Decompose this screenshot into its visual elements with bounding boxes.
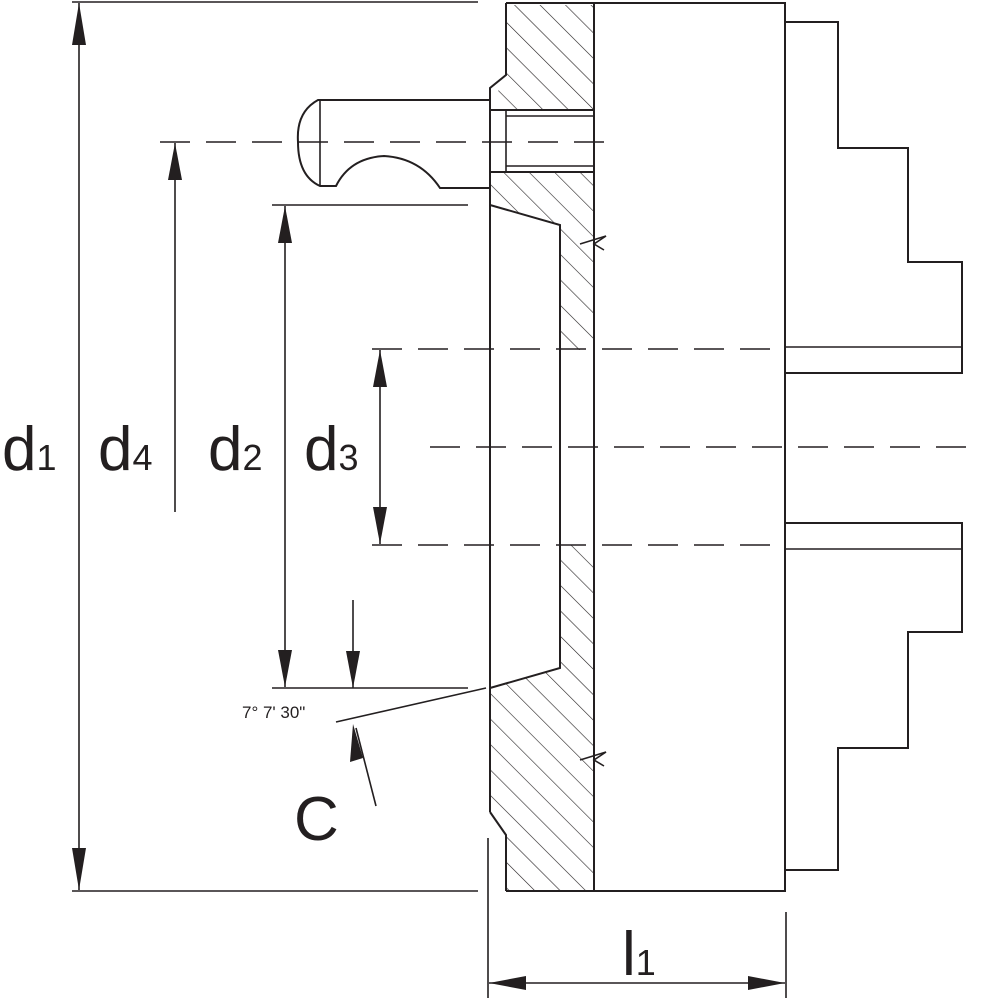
label-d3: d3 [304,415,359,484]
l1-arrow-left [489,976,526,990]
bore-taper-top [489,204,561,350]
label-d4: d4 [98,415,153,484]
hatched-sections [490,5,594,890]
d3-arrow-top [373,350,387,387]
front-face-profile-bottom [489,811,507,891]
l1-arrow-right [748,976,785,990]
d1-arrow-top [72,3,86,45]
lower-jaw [785,522,963,871]
label-d2: d2 [208,415,263,484]
taper-angle-line [335,687,487,723]
label-c: C [294,785,339,854]
bolt-assembly [296,99,595,189]
jaws [785,21,963,871]
d1-arrow-bottom [72,848,86,890]
c-leader-line [355,727,377,807]
label-d1: d1 [2,415,57,484]
hatch-top-flange [490,5,594,110]
d2-arrow-bottom [278,650,292,687]
reference-lines [72,1,966,892]
c-leader-arrow [350,724,363,762]
bore-taper-bottom [489,545,561,689]
d3-arrow-bottom [373,507,387,544]
hatch-top-body [490,172,594,350]
dimension-lines [72,3,787,998]
break-mark-bottom [579,751,607,767]
break-mark-top [579,235,607,251]
dimension-labels: d1 d4 d2 d3 l1 C 7° 7' 30" [2,415,656,989]
upper-jaw [785,21,963,374]
d4-arrow-top [168,143,182,180]
bore [489,204,607,780]
d2-arrow-top [278,206,292,243]
bolt-shank [296,99,491,189]
hatch-bottom-body [490,545,594,890]
c-offset-arrow [346,651,360,688]
label-taper-angle: 7° 7' 30" [242,703,305,722]
label-l1: l1 [622,920,656,989]
